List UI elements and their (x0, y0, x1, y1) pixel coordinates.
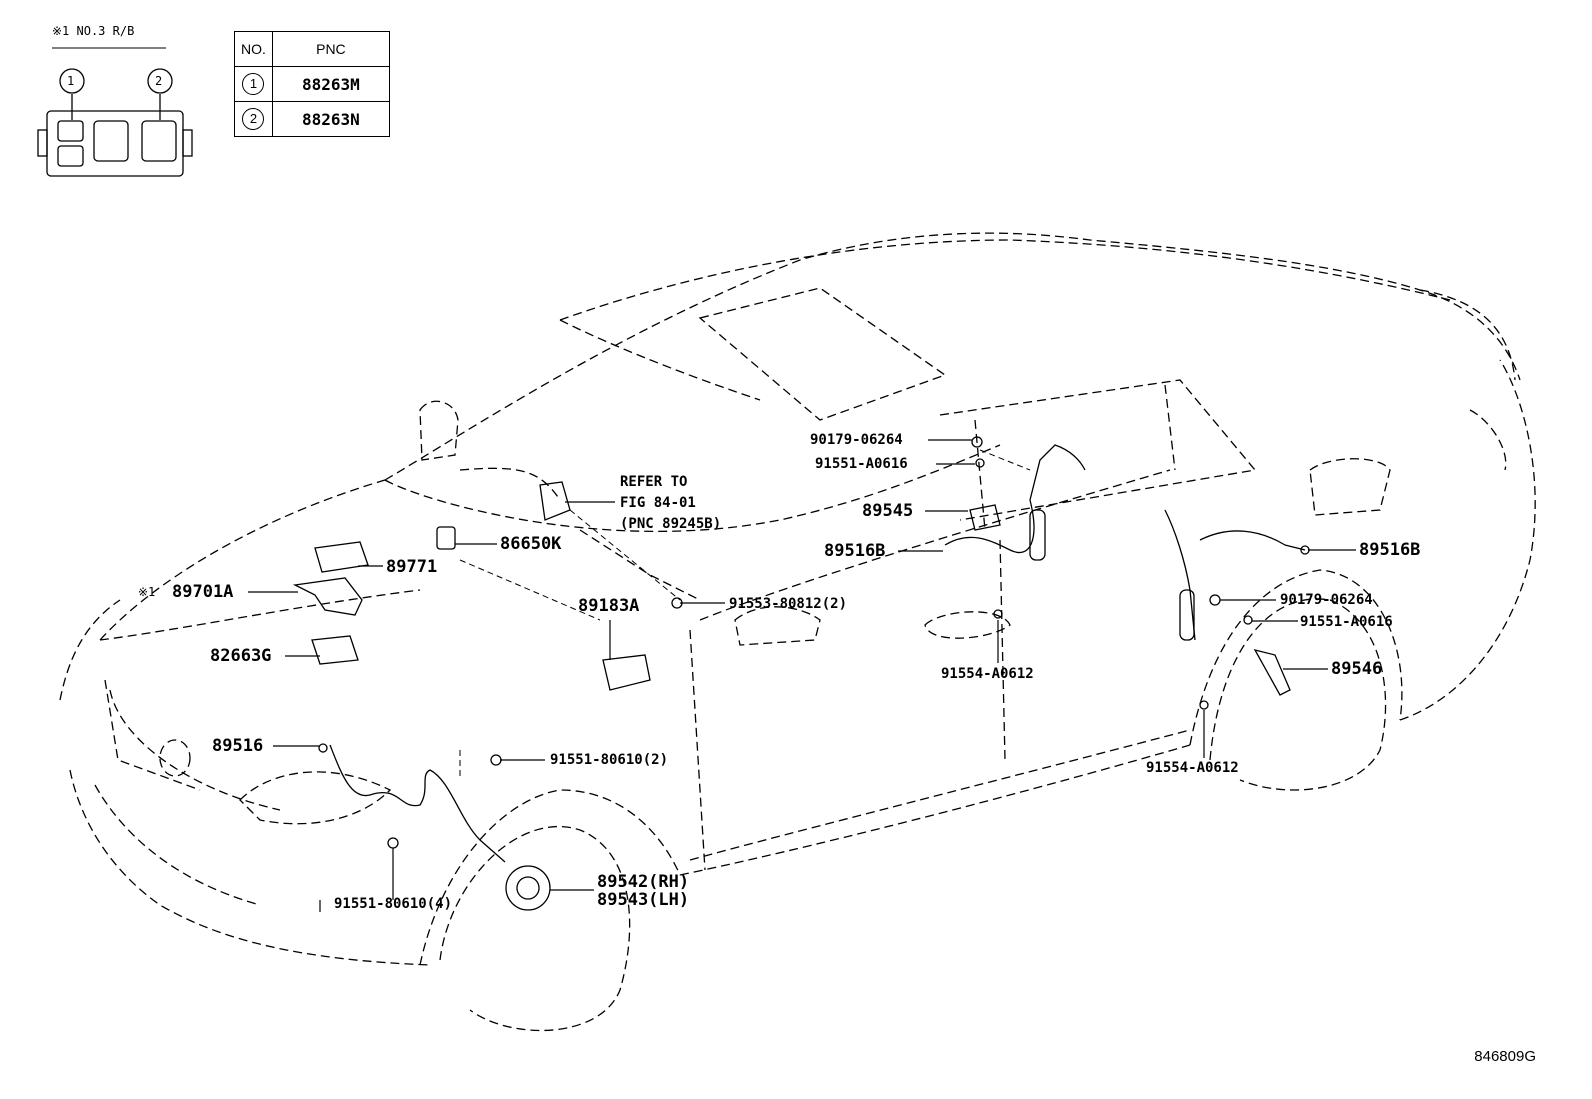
leader-lines (248, 439, 1356, 912)
relay-block-illustration (37, 47, 193, 177)
refer-note: REFER TO FIG 84-01 (PNC 89245B) (620, 472, 721, 535)
callout-89183A: 89183A (578, 596, 640, 616)
callout-91553-80812: 91553-80812(2) (729, 596, 848, 612)
callout-91551-80610-2: 91551-80610(2) (550, 752, 669, 768)
dashed-connectors (459, 449, 1031, 780)
pnc-table-row: 1 88263M (234, 66, 390, 102)
pnc-table: NO. PNC 1 88263M 2 88263N (234, 31, 390, 137)
callout-89701A-mark: ※1 (138, 585, 156, 599)
callout-90179-06264-top: 90179-06264 (810, 432, 903, 448)
refer-line-2: FIG 84-01 (620, 495, 696, 511)
pnc-table-header: NO. PNC (234, 31, 390, 67)
pnc-table-row: 2 88263N (234, 101, 390, 137)
header-pnc: PNC (271, 31, 390, 67)
callout-91554-A0612-mid: 91554-A0612 (941, 666, 1034, 682)
refer-line-3: (PNC 89245B) (620, 516, 722, 532)
callout-86650K: 86650K (500, 534, 562, 554)
row-number-badge: 1 (242, 73, 265, 95)
header-no: NO. (234, 31, 273, 67)
relay-slot-1-number: 1 (67, 74, 75, 88)
callout-91551-A0616-top: 91551-A0616 (815, 456, 908, 472)
callout-90179-06264-right: 90179-06264 (1280, 592, 1373, 608)
car-outline (59, 232, 1536, 1032)
refer-line-1: REFER TO (620, 474, 688, 490)
relay-slot-2-number: 2 (155, 74, 163, 88)
callout-89545: 89545 (862, 501, 914, 521)
callout-91551-80610-4: 91551-80610(4) (334, 896, 453, 912)
callout-89771: 89771 (386, 557, 438, 577)
callout-82663G: 82663G (210, 646, 272, 666)
components (292, 436, 1310, 911)
callout-91554-A0612-right: 91554-A0612 (1146, 760, 1239, 776)
row-pnc: 88263M (271, 66, 390, 102)
callout-89516: 89516 (212, 736, 264, 756)
relay-block-title: ※1 NO.3 R/B (52, 24, 135, 38)
callout-89542: 89542(RH) (597, 872, 690, 892)
row-number-badge: 2 (242, 108, 265, 130)
figure-id: 846809G (1474, 1048, 1536, 1065)
callout-89543: 89543(LH) (597, 890, 690, 910)
callout-89516B-left: 89516B (824, 541, 886, 561)
callout-89516B-right: 89516B (1359, 540, 1421, 560)
callout-89701A: 89701A (172, 582, 234, 602)
callout-91551-A0616-right: 91551-A0616 (1300, 614, 1393, 630)
callout-89546: 89546 (1331, 659, 1383, 679)
row-pnc: 88263N (271, 101, 390, 137)
